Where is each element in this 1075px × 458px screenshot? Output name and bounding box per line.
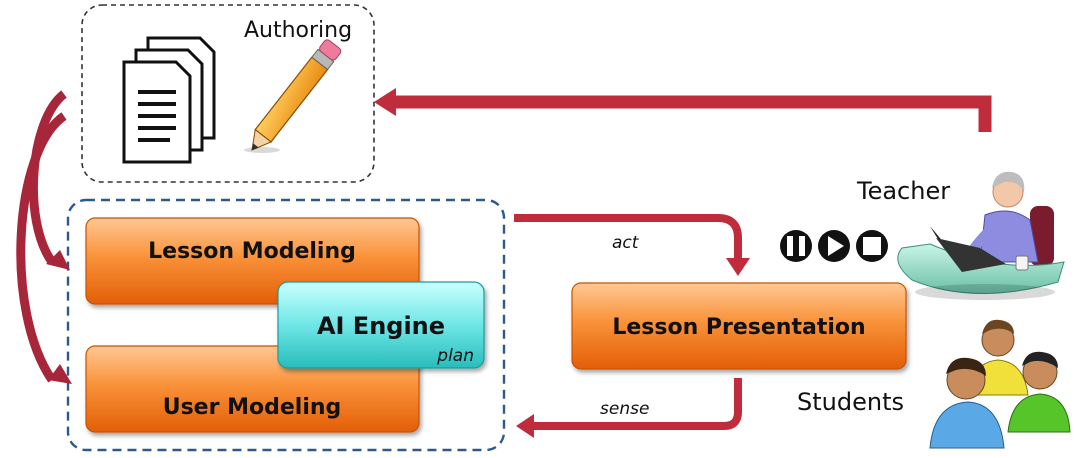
ai-engine-block	[277, 281, 485, 369]
user-modeling-label: User Modeling	[163, 395, 342, 420]
students-group-icon	[929, 319, 1071, 449]
act-arrow	[514, 214, 742, 262]
sense-label: sense	[600, 399, 649, 419]
pencil-icon	[251, 39, 342, 151]
authoring-box: Authoring	[81, 4, 375, 183]
teacher-at-laptop-icon	[897, 171, 1065, 300]
ai-engine-label: AI Engine	[317, 312, 445, 340]
teacher-to-authoring-arrow	[392, 95, 992, 132]
documents-icon	[122, 36, 216, 164]
students-label: Students	[797, 388, 904, 416]
lesson-modeling-label: Lesson Modeling	[148, 239, 356, 264]
core-modules-frame	[66, 198, 506, 452]
teacher-label: Teacher	[856, 177, 950, 205]
lesson-presentation-label: Lesson Presentation	[612, 315, 865, 340]
play-icon	[818, 230, 850, 262]
stop-icon	[856, 230, 888, 262]
lesson-presentation-block	[571, 282, 907, 370]
arrows	[16, 90, 992, 430]
plan-label: plan	[436, 346, 474, 366]
arrow-heads	[46, 88, 750, 438]
media-controls	[780, 230, 888, 262]
act-label: act	[612, 233, 640, 253]
sense-arrow	[532, 378, 742, 430]
authoring-to-user-modeling-arrow	[16, 112, 67, 383]
authoring-label: Authoring	[244, 18, 352, 43]
pause-icon	[780, 230, 812, 262]
